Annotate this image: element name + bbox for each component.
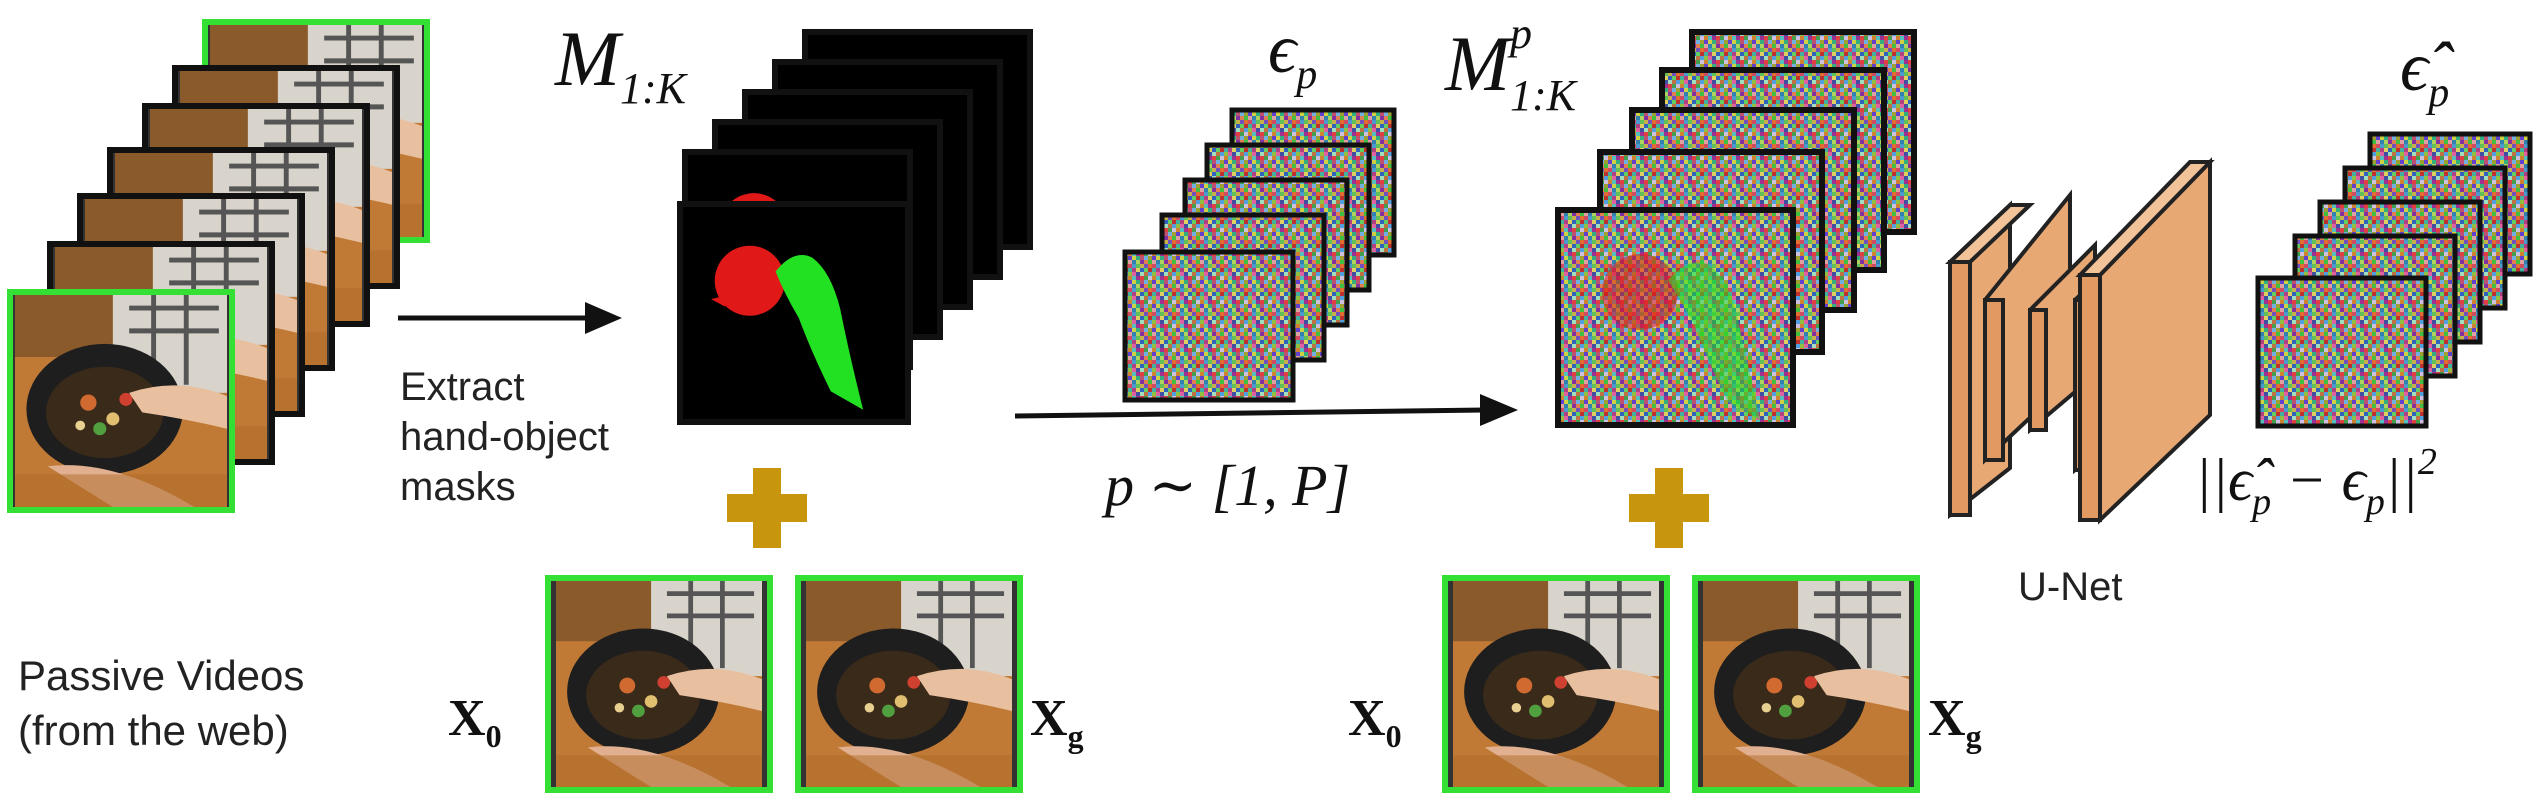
svg-text:X0: X0 <box>448 690 502 754</box>
xg-label-symbol-2: X <box>1928 690 1966 747</box>
passive-videos-label-line1: Passive Videos <box>18 652 304 699</box>
timestep-label: p ∼ [1, P] <box>1101 453 1350 518</box>
svg-text:Xg: Xg <box>1030 690 1084 754</box>
x0-label-symbol: X <box>448 690 486 747</box>
svg-text:||ϵ̂p − ϵp||2: ||ϵ̂p − ϵp||2 <box>2195 441 2437 523</box>
noisy-mask-label-subscript: 1:K <box>1510 71 1579 120</box>
svg-text:ϵp: ϵp <box>1268 11 1317 98</box>
svg-text:Mp1:K: Mp 1:K <box>1444 9 1579 120</box>
noise-label-symbol: ϵ <box>1268 11 1299 88</box>
plus-icon <box>727 468 807 548</box>
extract-label-line3: masks <box>400 465 516 509</box>
svg-text:M1:K: M1:K <box>554 15 689 113</box>
xg-label-symbol: X <box>1030 690 1068 747</box>
noisy-mask-stack <box>1555 29 1917 428</box>
loss-sub2: p <box>2363 481 2385 523</box>
right-arrow-icon <box>398 302 622 334</box>
unet-block <box>1944 157 2215 525</box>
predicted-noise-stack <box>2255 131 2533 429</box>
extract-label-line2: hand-object <box>400 415 609 459</box>
mask-label-symbol: M <box>554 15 624 102</box>
passive-video-stack <box>7 19 430 513</box>
noisy-mask-label-symbol: M <box>1444 20 1514 107</box>
mask-stack <box>677 29 1033 425</box>
start-frame-x0-noisy-branch <box>1442 575 1670 793</box>
x0-label-subscript-2: 0 <box>1386 718 1402 754</box>
noise-stack <box>1122 107 1397 403</box>
xg-label-subscript-2: g <box>1966 718 1982 754</box>
loss-minus: − ϵ <box>2271 447 2368 513</box>
right-arrow-icon <box>1014 394 1518 426</box>
start-frame-x0 <box>545 575 773 793</box>
x0-label-subscript: 0 <box>486 718 502 754</box>
svg-text:ϵ̂p: ϵ̂p <box>2400 29 2455 116</box>
goal-frame-xg-noisy-branch <box>1692 575 1920 793</box>
loss-sub1: p <box>2249 481 2271 523</box>
pred-noise-label-subscript: p <box>2425 70 2449 116</box>
goal-frame-xg <box>795 575 1023 793</box>
extract-label-line1: Extract <box>400 365 524 409</box>
svg-text:Xg: Xg <box>1928 690 1982 754</box>
mask-frame-0 <box>677 201 911 425</box>
video-frame-0 <box>7 289 235 513</box>
loss-sup: 2 <box>2418 441 2437 483</box>
passive-videos-label-line2: (from the web) <box>18 707 289 754</box>
plus-icon <box>1629 468 1709 548</box>
x0-label-symbol-2: X <box>1348 690 1386 747</box>
unet-label: U-Net <box>2018 565 2122 609</box>
noise-label-subscript: p <box>1293 52 1317 98</box>
loss-close: || <box>2385 447 2418 513</box>
mask-label-subscript: 1:K <box>620 64 689 113</box>
svg-text:X0: X0 <box>1348 690 1402 754</box>
xg-label-subscript: g <box>1068 718 1084 754</box>
noisy-mask-label-superscript: p <box>1507 9 1532 58</box>
